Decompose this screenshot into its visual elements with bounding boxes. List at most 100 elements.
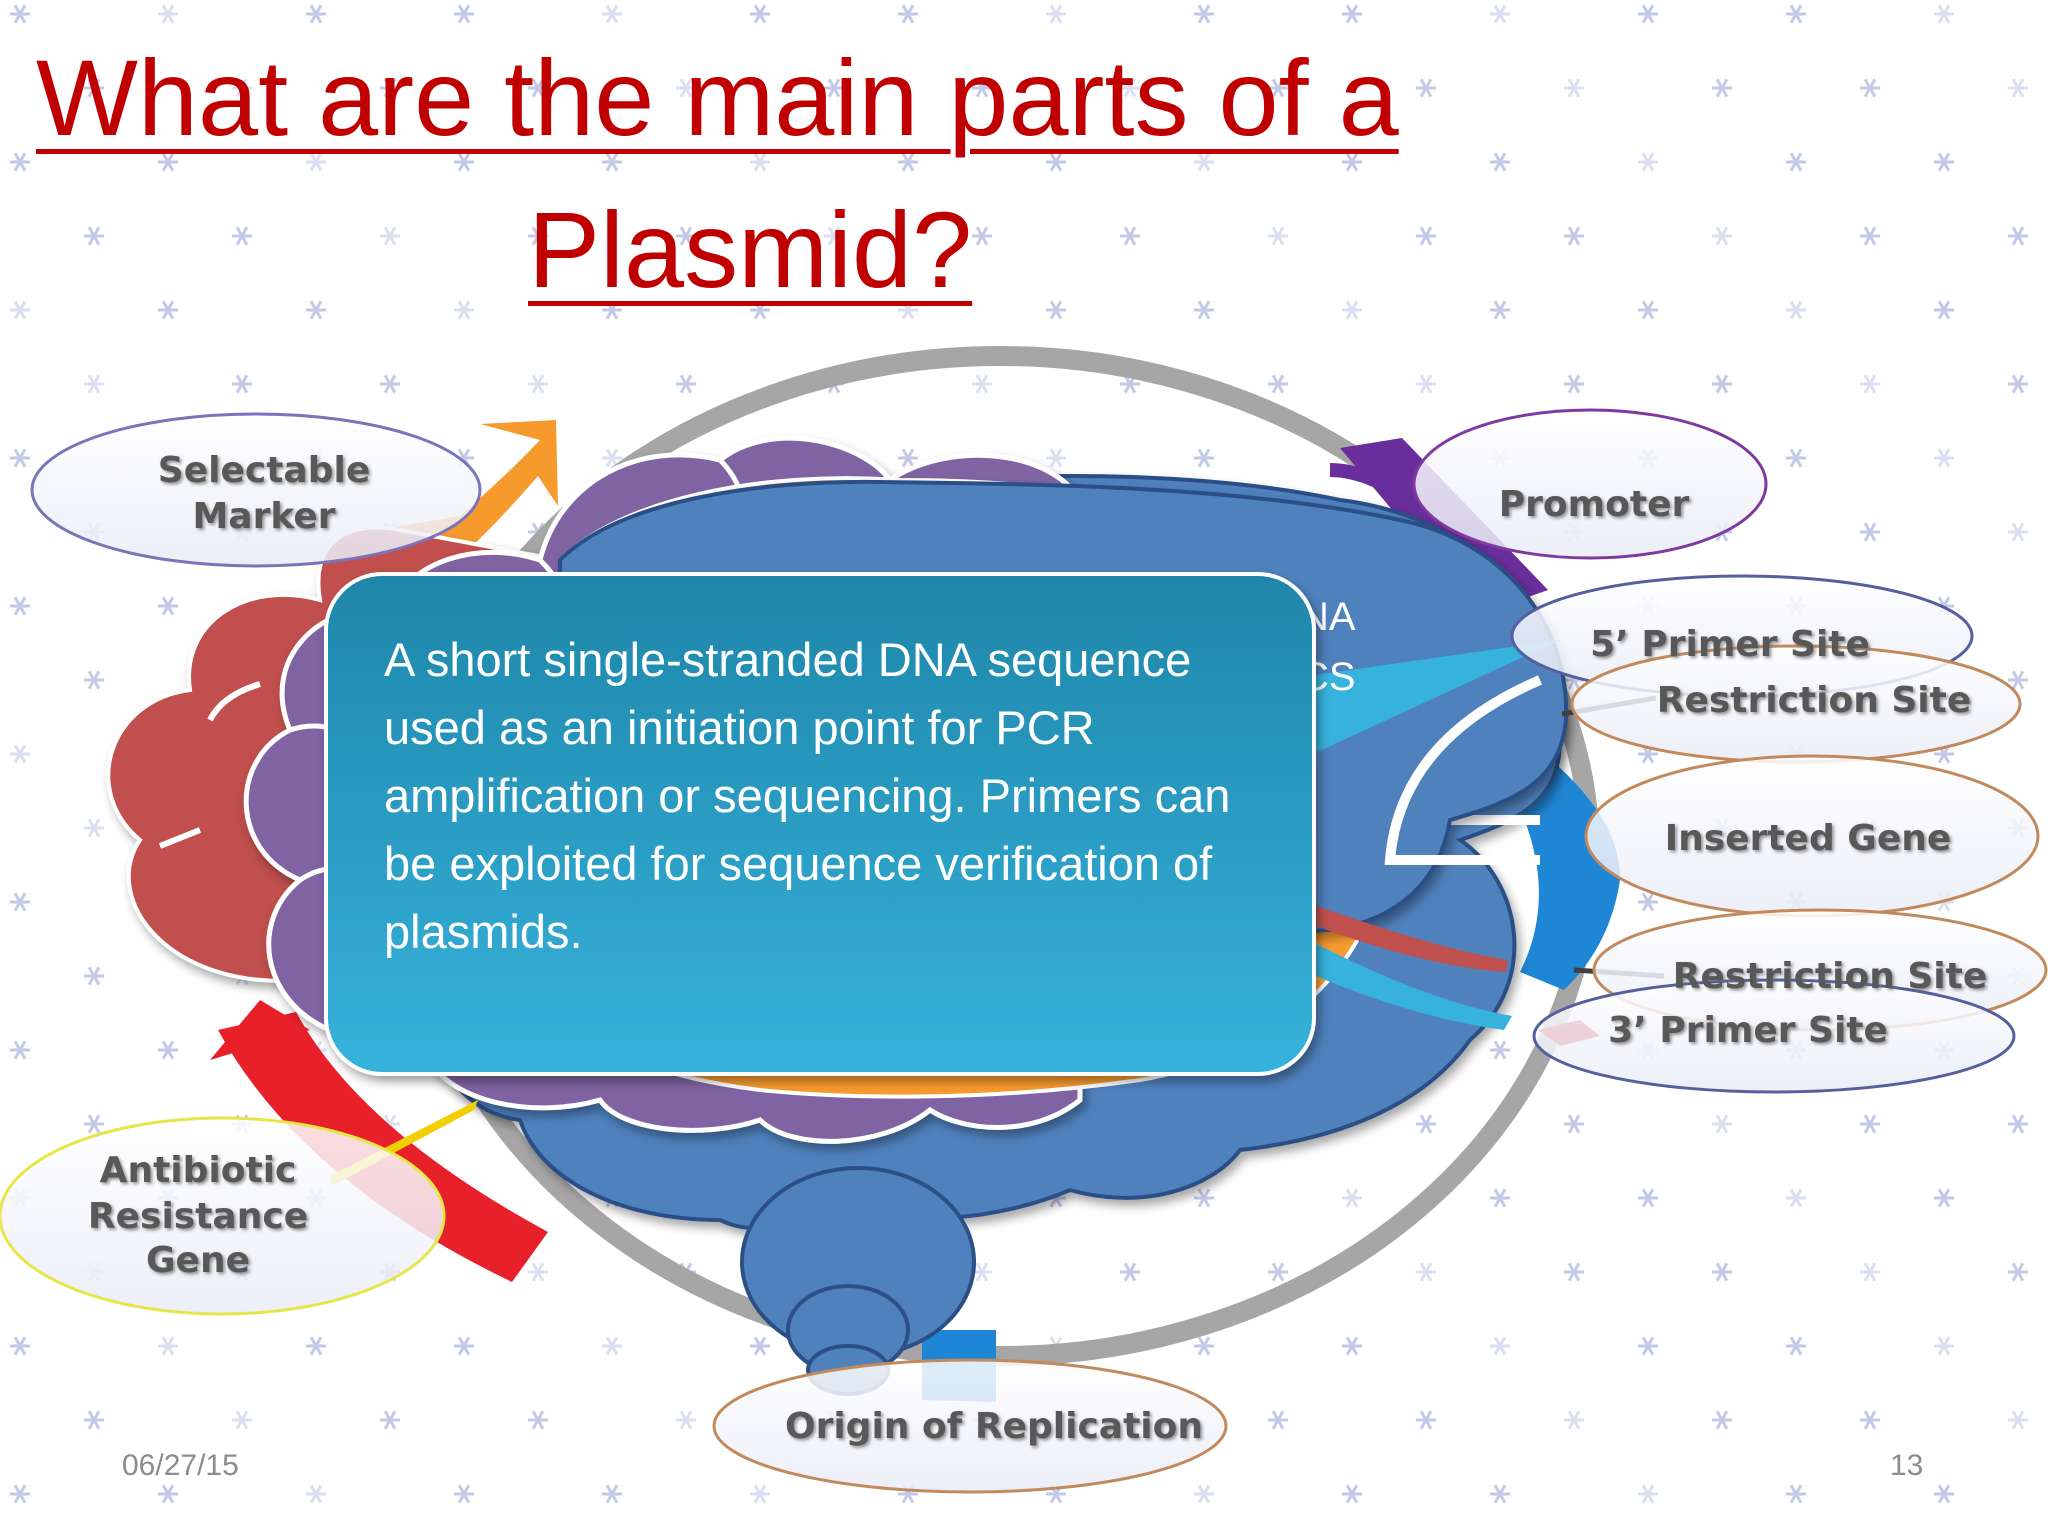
snowflake-icon <box>676 78 696 98</box>
snowflake-icon <box>1416 1114 1436 1134</box>
snowflake-icon <box>1564 226 1584 246</box>
promoter-oval <box>1412 408 1768 560</box>
origin-oval <box>712 1358 1228 1494</box>
primer-3-label: 3’ Primer Site <box>1608 1010 1888 1051</box>
teal-tail <box>1280 930 1512 1030</box>
snowflake-icon <box>1638 152 1658 172</box>
restriction-top-label: Restriction Site <box>1657 680 1972 721</box>
snowflake-icon <box>10 448 30 468</box>
snowflake-icon <box>1342 1484 1362 1504</box>
snowflake-icon <box>1416 226 1436 246</box>
snowflake-icon <box>1120 1262 1140 1282</box>
teal-pointer <box>1280 640 1560 760</box>
snowflake-icon <box>306 152 326 172</box>
snowflake-icon <box>2008 226 2028 246</box>
snowflake-icon <box>10 744 30 764</box>
snowflake-icon <box>1934 152 1954 172</box>
snowflake-icon <box>380 374 400 394</box>
snowflake-icon <box>454 152 474 172</box>
snowflake-icon <box>1564 1262 1584 1282</box>
snowflake-icon <box>1564 1410 1584 1430</box>
snowflake-icon <box>1638 1188 1658 1208</box>
snowflake-icon <box>602 300 622 320</box>
snowflake-icon <box>232 1410 252 1430</box>
snowflake-icon <box>1046 4 1066 24</box>
snowflake-icon <box>1416 1262 1436 1282</box>
snowflake-icon <box>750 300 770 320</box>
snowflake-icon <box>1046 300 1066 320</box>
red-tail <box>1300 900 1508 972</box>
slide-title-line-2: Plasmid? <box>528 189 973 310</box>
snowflake-icon <box>84 818 104 838</box>
snowflake-icon <box>972 374 992 394</box>
snowflake-icon <box>1712 226 1732 246</box>
snowflake-icon <box>824 226 844 246</box>
snowflake-icon <box>84 374 104 394</box>
snowflake-icon <box>1638 1484 1658 1504</box>
snowflake-icon <box>1342 4 1362 24</box>
snowflake-icon <box>1638 4 1658 24</box>
snowflake-icon <box>84 226 104 246</box>
snowflake-icon <box>1712 1410 1732 1430</box>
snowflake-icon <box>2008 1410 2028 1430</box>
inserted-gene-label: Inserted Gene <box>1665 818 1952 859</box>
snowflake-icon <box>898 4 918 24</box>
snowflake-icon <box>972 226 992 246</box>
snowflake-icon <box>1268 226 1288 246</box>
snowflake-icon <box>602 4 622 24</box>
selectable-marker-label-2: Marker <box>192 496 335 537</box>
snowflake-icon <box>380 78 400 98</box>
snowflake-icon <box>1194 4 1214 24</box>
snowflake-icon <box>1490 152 1510 172</box>
snowflake-icon <box>528 78 548 98</box>
snowflake-icon <box>158 1336 178 1356</box>
slide-date: 06/27/15 <box>122 1449 239 1482</box>
snowflake-icon <box>158 1040 178 1060</box>
snowflake-icon <box>84 670 104 690</box>
snowflake-icon <box>528 226 548 246</box>
snowflake-icon <box>1934 4 1954 24</box>
snowflake-icon <box>380 1410 400 1430</box>
snowflake-icon <box>750 1484 770 1504</box>
snowflake-icon <box>528 1262 548 1282</box>
snowflake-icon <box>1786 1188 1806 1208</box>
snowflake-icon <box>10 892 30 912</box>
snowflake-icon <box>2008 1114 2028 1134</box>
snowflake-icon <box>602 448 622 468</box>
promoter-arrow-bump <box>1329 463 1412 519</box>
snowflake-icon <box>1194 448 1214 468</box>
primer-3-oval <box>1532 978 2016 1094</box>
snowflake-icon <box>1934 448 1954 468</box>
snowflake-icon <box>1934 1484 1954 1504</box>
snowflake-icon <box>1342 1336 1362 1356</box>
snowflake-icon <box>824 78 844 98</box>
snowflake-icon <box>2008 670 2028 690</box>
snowflake-icon <box>898 300 918 320</box>
snowflake-icon <box>10 4 30 24</box>
snowflake-icon <box>1120 78 1140 98</box>
origin-label: Origin of Replication <box>785 1406 1203 1447</box>
snowflake-icon <box>454 300 474 320</box>
snowflake-icon <box>1490 1040 1510 1060</box>
snowflake-icon <box>1638 300 1658 320</box>
snowflake-icon <box>306 1336 326 1356</box>
snowflake-icon <box>10 152 30 172</box>
snowflake-icon <box>1268 1262 1288 1282</box>
snowflake-icon <box>1046 448 1066 468</box>
snowflake-icon <box>1860 78 1880 98</box>
snowflake-icon <box>676 374 696 394</box>
snowflake-icon <box>10 1040 30 1060</box>
snowflake-icon <box>1490 1188 1510 1208</box>
snowflake-icon <box>676 1410 696 1430</box>
snowflake-icon <box>1046 152 1066 172</box>
slide-title-line-1: What are the main parts of a <box>36 37 1399 158</box>
snowflake-icon <box>232 78 252 98</box>
snowflake-icon <box>306 1484 326 1504</box>
snowflake-icon <box>158 596 178 616</box>
snowflake-icon <box>1564 78 1584 98</box>
selectable-marker-oval <box>30 412 482 568</box>
slide-number: 13 <box>1890 1449 1924 1482</box>
snowflake-icon <box>454 1336 474 1356</box>
snowflake-icon <box>1120 226 1140 246</box>
